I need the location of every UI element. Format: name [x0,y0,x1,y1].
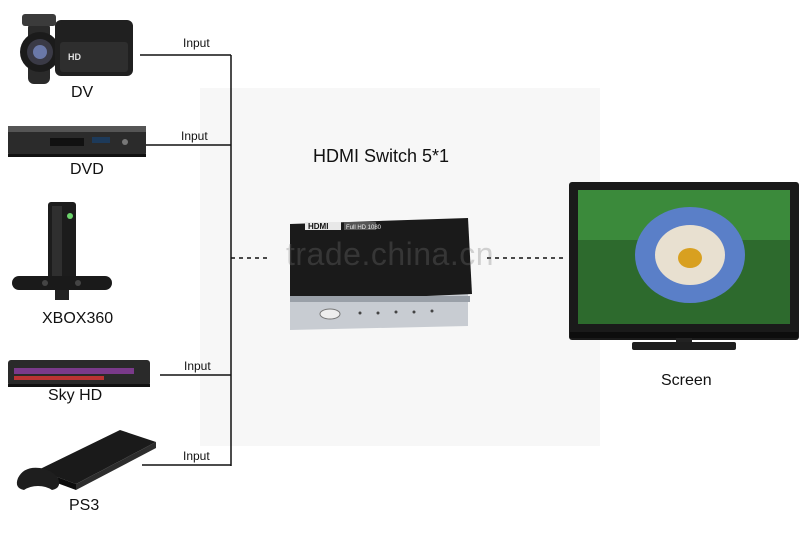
device-label-xbox360: XBOX360 [42,310,114,327]
tv-screen-icon [569,182,799,350]
screen-label: Screen [661,372,712,389]
input-label-dvd: Input [181,129,208,143]
switch-brand-label: HDMI [308,222,328,231]
dvd-player-icon [8,126,146,157]
diagram-title: HDMI Switch 5*1 [313,146,450,166]
input-label-dv: Input [183,36,210,50]
watermark-text: trade.china.cn [286,236,495,272]
device-label-sky-hd: Sky HD [48,387,103,404]
device-label-ps3: PS3 [69,497,100,514]
sky-hd-box-icon [8,360,150,387]
device-label-dvd: DVD [70,161,104,178]
switch-badge-label: Full HD 1080 [346,225,382,231]
svg-text:HD: HD [68,52,81,62]
input-label-ps3: Input [183,449,210,463]
device-label-dv: DV [71,84,94,101]
connection-lines [140,54,565,466]
ps3-console-icon [16,430,156,490]
xbox360-icon [12,202,112,300]
hdmi-switch-icon: HDMI Full HD 1080 [290,218,472,330]
camcorder-icon: HD [20,14,133,84]
input-label-sky-hd: Input [184,359,211,373]
